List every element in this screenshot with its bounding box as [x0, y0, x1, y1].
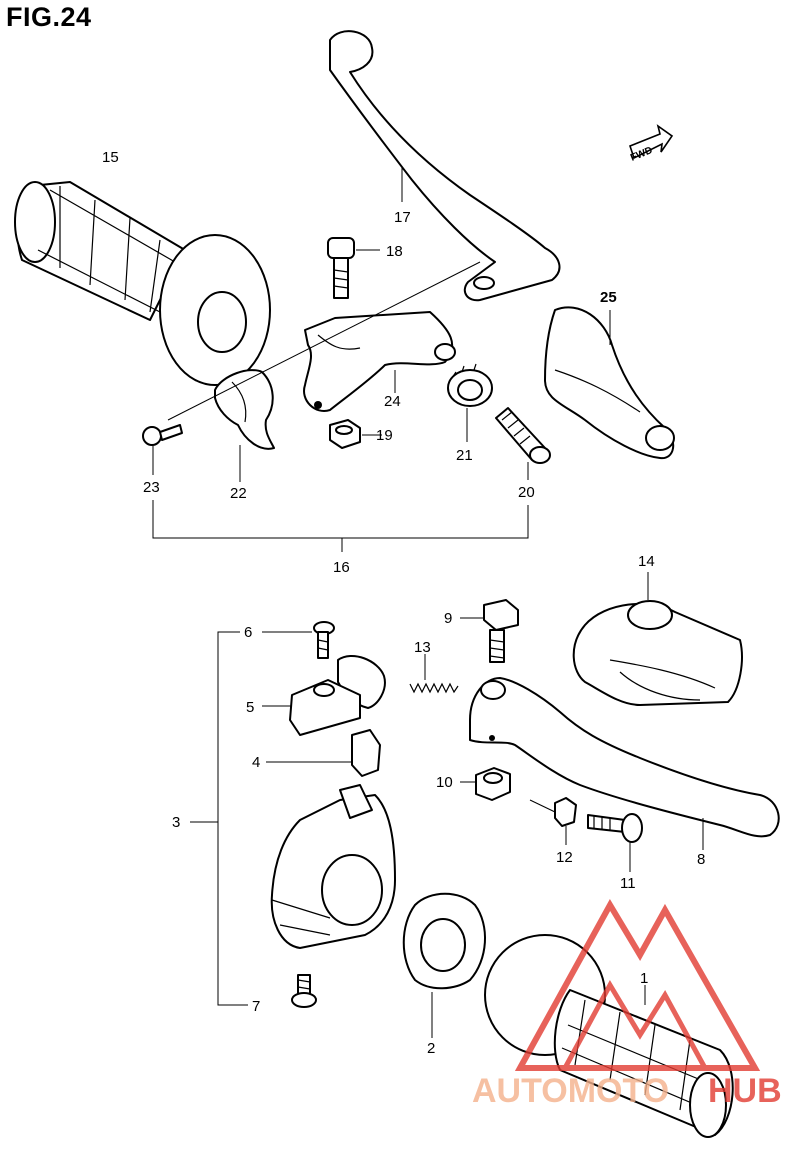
callout-11: 11	[620, 875, 636, 892]
bolt-9	[460, 599, 519, 663]
group-bracket-16	[152, 500, 529, 539]
lever-bracket-24	[303, 311, 456, 412]
callout-6: 6	[244, 624, 252, 641]
callout-2: 2	[427, 1040, 435, 1057]
callout-15: 15	[102, 149, 119, 166]
clutch-lever-17	[329, 30, 561, 302]
switch-housing-3	[270, 784, 396, 949]
callout-21: 21	[456, 447, 473, 464]
lock-piece-4	[266, 729, 381, 777]
callout-4: 4	[252, 754, 260, 771]
callout-3: 3	[172, 814, 180, 831]
callout-16: 16	[333, 559, 350, 576]
clamp-22	[214, 369, 275, 482]
callout-24: 24	[384, 393, 401, 410]
adjuster-ring-21	[447, 363, 493, 442]
watermark-text-main: AUTOMOTO	[472, 1072, 669, 1110]
spring-13	[409, 654, 459, 694]
assembly-line	[167, 261, 481, 421]
callout-19: 19	[376, 427, 393, 444]
forward-arrow-icon: FWD	[629, 124, 674, 164]
screw-7	[291, 974, 317, 1008]
nut-19	[329, 419, 382, 449]
callout-14: 14	[638, 553, 655, 570]
watermark-text-accent: HUB	[708, 1072, 782, 1110]
callout-17: 17	[394, 209, 411, 226]
adjuster-bolt-20	[495, 407, 551, 480]
brake-lever-8	[469, 677, 780, 850]
figure-title: FIG.24	[6, 2, 92, 32]
callout-9: 9	[444, 610, 452, 627]
bolt-11	[587, 813, 643, 872]
callout-7: 7	[252, 998, 260, 1015]
screw-23	[142, 424, 183, 475]
callout-13: 13	[414, 639, 431, 656]
switch-cap-5	[262, 655, 386, 736]
callout-10: 10	[436, 774, 453, 791]
callout-25: 25	[600, 289, 617, 306]
callout-20: 20	[518, 484, 535, 501]
callout-8: 8	[697, 851, 705, 868]
callout-5: 5	[246, 699, 254, 716]
bolt-18	[327, 237, 380, 299]
watermark-logo: AUTOMOTO HUB	[472, 898, 782, 1110]
lever-cover-25	[544, 306, 675, 460]
grip-upper-15	[14, 181, 271, 386]
nut-12	[529, 797, 577, 845]
nut-10	[460, 767, 511, 801]
switch-ring-2	[402, 892, 486, 1038]
callout-23: 23	[143, 479, 160, 496]
callout-12: 12	[556, 849, 573, 866]
callout-22: 22	[230, 485, 247, 502]
screw-6	[262, 621, 335, 659]
lever-cover-14	[572, 572, 743, 706]
group-bracket-3	[217, 631, 248, 1006]
callout-18: 18	[386, 243, 403, 260]
callout-1: 1	[640, 970, 648, 987]
